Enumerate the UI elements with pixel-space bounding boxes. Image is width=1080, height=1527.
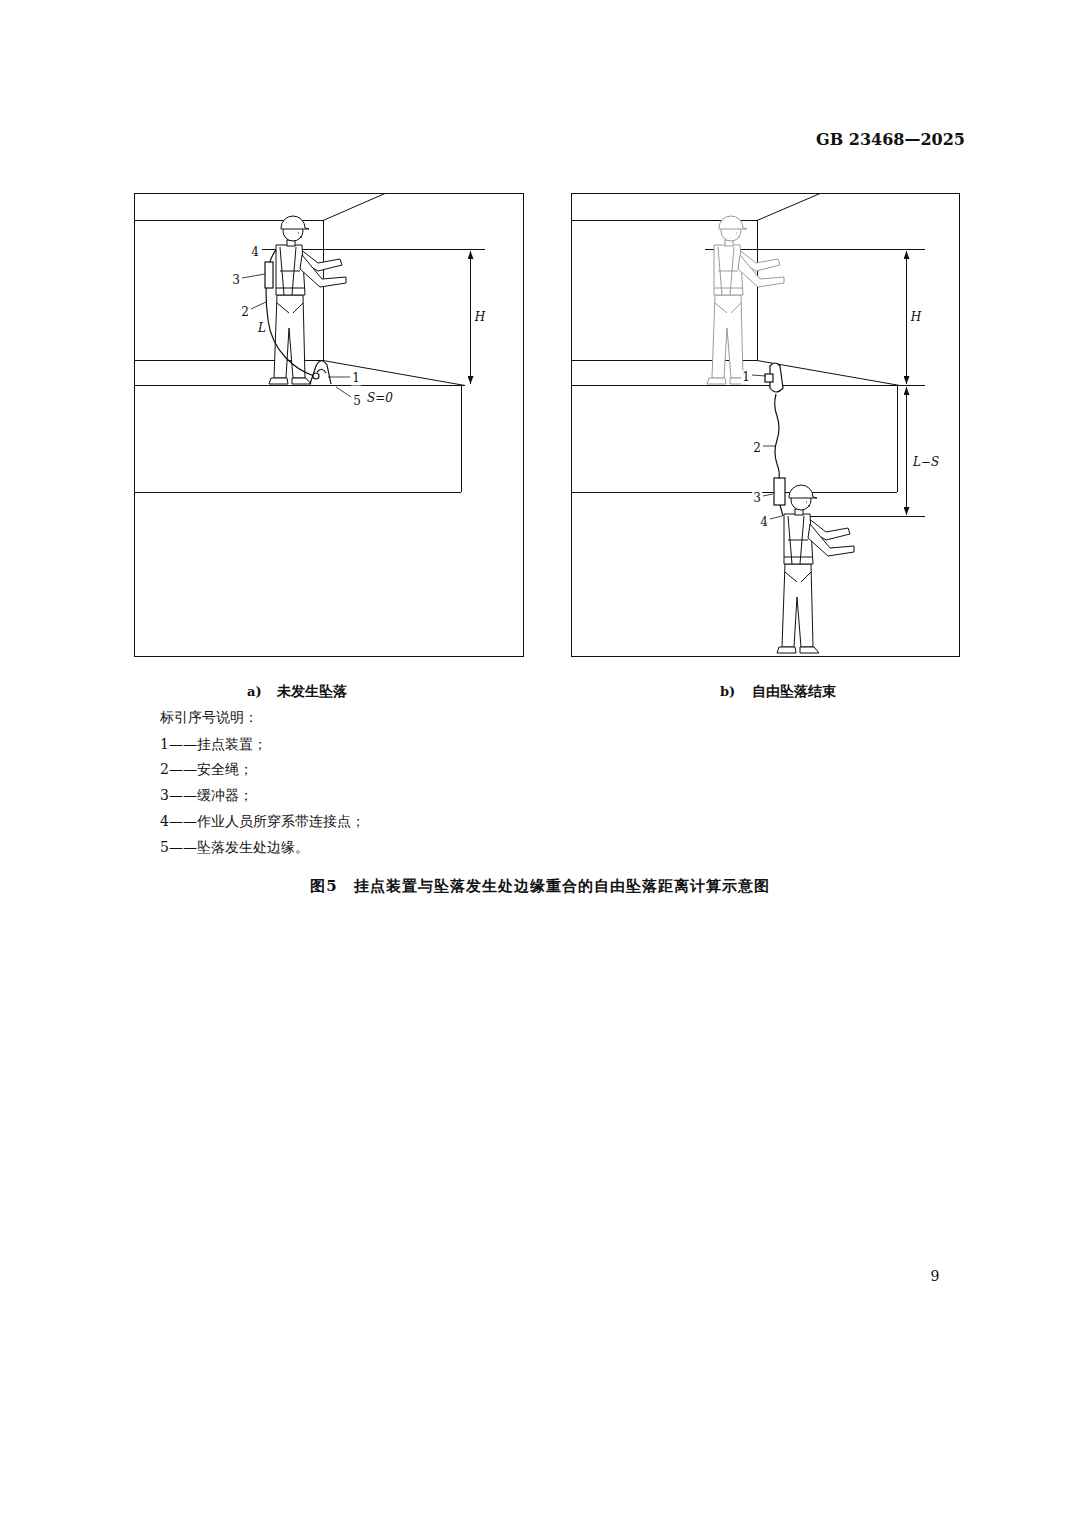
worker-before-fall	[707, 216, 784, 384]
key-entry-holder: 3——缓冲器；	[160, 785, 253, 804]
dimension-line	[470, 251, 471, 384]
leader-line	[251, 302, 266, 309]
leader-line	[752, 375, 766, 376]
callout-number: 1	[741, 371, 751, 385]
safety-rope	[775, 394, 780, 478]
callout-number: 2	[752, 442, 762, 456]
leader-lines-a	[242, 250, 351, 398]
key-entry: 2——安全绳；	[160, 761, 253, 777]
shock-absorber	[265, 262, 273, 288]
key-entry: 5——坠落发生处边缘。	[160, 839, 309, 855]
key-entry: 4——作业人员所穿系带连接点；	[160, 813, 365, 829]
floor-edge	[571, 385, 925, 386]
subfigure-label-holder: a)	[247, 681, 262, 700]
callout-number: 3	[752, 492, 762, 506]
subfigure-title-holder: 自由坠落结束	[752, 681, 836, 700]
slab-bottom	[134, 492, 461, 493]
callout-number-holder: 4	[759, 511, 769, 530]
callout-number-holder: 5	[352, 390, 362, 409]
slab-edge	[461, 385, 462, 492]
anchor-device	[310, 361, 331, 384]
leader-line	[770, 516, 782, 519]
callout-number-holder: 2	[752, 437, 762, 456]
floor-edge	[134, 385, 465, 386]
page-header: GB 23468—2025	[816, 131, 965, 149]
slab-edge	[897, 385, 898, 492]
callout-number: 4	[759, 516, 769, 530]
key-entry-holder: 1——挂点装置；	[160, 734, 267, 753]
worker-suspended	[777, 485, 854, 653]
key-heading: 标引序号说明：	[160, 709, 258, 725]
dimension-symbol: H	[910, 311, 922, 325]
dimension-symbol-holder: L−S	[912, 451, 940, 470]
key-entry-holder: 5——坠落发生处边缘。	[160, 837, 309, 856]
ceiling-line	[323, 194, 385, 221]
page-number: 9	[931, 1268, 940, 1284]
callout-number: 3	[231, 274, 241, 288]
callout-number-holder: 1	[351, 367, 361, 386]
panel-a	[134, 194, 524, 657]
callout-number: 1	[351, 372, 361, 386]
callout-number: 5	[352, 395, 362, 409]
dimension-symbol: L−S	[912, 456, 940, 470]
callout-number-holder: 3	[231, 269, 241, 288]
ceiling-line	[757, 194, 820, 221]
callout-number: 4	[250, 246, 260, 260]
subfigure-title: 自由坠落结束	[752, 683, 836, 699]
panel-frame	[572, 194, 960, 657]
key-entry: 3——缓冲器；	[160, 787, 253, 803]
dimension-line	[906, 387, 907, 515]
dimension-symbol-holder: H	[474, 306, 486, 325]
page-number-holder: 9	[931, 1266, 940, 1285]
leader-line	[336, 387, 351, 397]
fall-arrest-set-a	[265, 250, 331, 384]
panel-b	[571, 194, 960, 657]
leader-lines-b	[752, 375, 782, 519]
anchor-device	[765, 374, 773, 382]
fall-arrest-set-b	[765, 363, 785, 516]
leader-line	[763, 446, 775, 447]
page-header-holder: GB 23468—2025	[816, 130, 965, 149]
dimension-value: S=0	[366, 392, 394, 406]
key-heading-holder: 标引序号说明：	[160, 707, 258, 726]
leader-line	[328, 377, 350, 378]
callout-number-holder: 3	[752, 487, 762, 506]
dimension-symbol: L	[257, 322, 267, 336]
subfigure-title-holder: 未发生坠落	[277, 681, 347, 700]
leader-line	[262, 249, 276, 250]
callout-number-holder: 1	[741, 366, 751, 385]
leader-line	[242, 274, 265, 278]
figure-caption: 图5 挂点装置与坠落发生处边缘重合的自由坠落距离计算示意图	[310, 877, 769, 896]
subfigure-label: a)	[247, 685, 262, 700]
anchor-device	[317, 369, 326, 373]
callout-number-holder: 2	[240, 301, 250, 320]
worker-standing	[269, 216, 346, 384]
floor-perspective	[323, 361, 465, 386]
rope-connector	[780, 505, 783, 516]
slab-bottom	[571, 492, 897, 493]
subfigure-label-holder: b)	[720, 681, 735, 700]
dimension-symbol: H	[474, 311, 486, 325]
shock-absorber	[774, 478, 785, 505]
dimension-line	[906, 251, 907, 384]
subfigure-title: 未发生坠落	[277, 683, 347, 699]
wall-corner	[323, 220, 324, 360]
callout-number-holder: 4	[250, 241, 260, 260]
lanyard-hook	[313, 373, 319, 379]
dimension-symbol-holder: L	[257, 317, 267, 336]
leader-line	[763, 494, 773, 496]
key-entry-holder: 4——作业人员所穿系带连接点；	[160, 811, 365, 830]
caption-holder: 图5 挂点装置与坠落发生处边缘重合的自由坠落距离计算示意图	[0, 876, 1080, 896]
callout-number: 2	[240, 306, 250, 320]
dimension-symbol-holder: H	[910, 306, 922, 325]
key-entry: 1——挂点装置；	[160, 736, 267, 752]
subfigure-label: b)	[720, 685, 735, 700]
dimension-value-holder: S=0	[366, 387, 394, 406]
panel-frame	[135, 194, 524, 657]
key-entry-holder: 2——安全绳；	[160, 759, 253, 778]
wall-corner	[757, 220, 758, 360]
